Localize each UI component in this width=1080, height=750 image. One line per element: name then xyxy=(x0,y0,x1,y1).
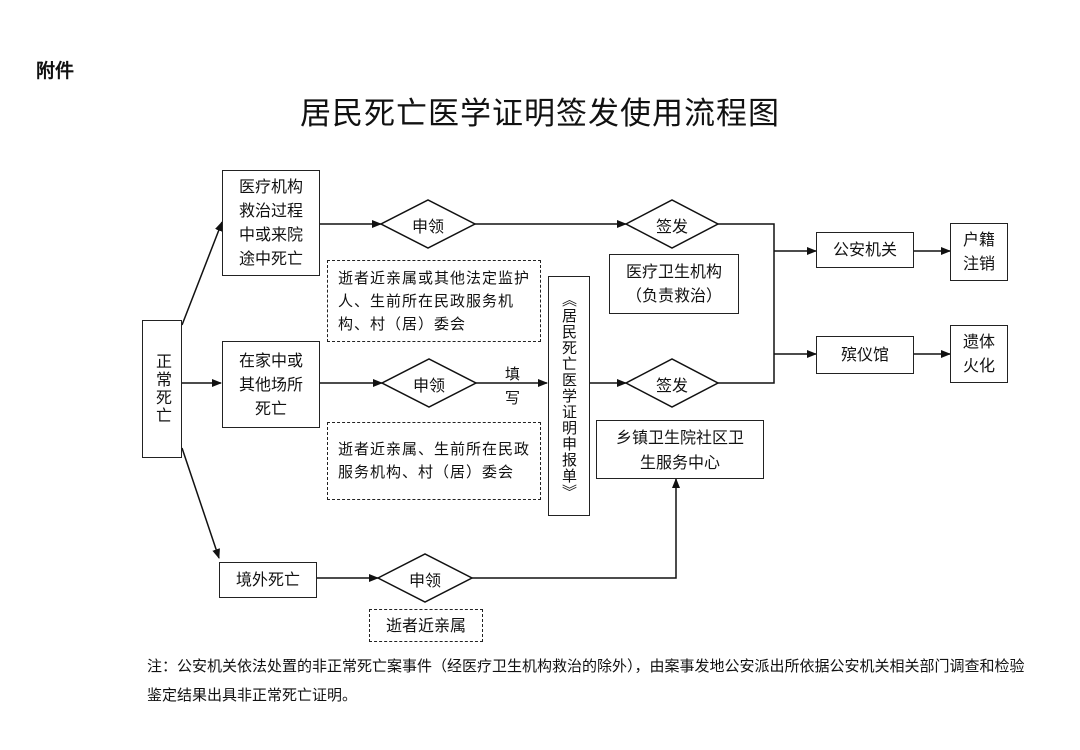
arrow-to-overseas xyxy=(181,447,220,559)
hospital-death-box: 医疗机构救治过程中或来院途中死亡 xyxy=(222,170,320,276)
apply-label-2: 申领 xyxy=(412,376,445,395)
applicant-text-1: 逝者近亲属或其他法定监护人、生前所在民政服务机构、村（居）委会 xyxy=(338,268,531,333)
report-form-text: 《居民死亡医学证明申报单》 xyxy=(560,292,578,500)
footnote: 注：公安机关依法处置的非正常死亡案事件（经医疗卫生机构救治的除外），由案事发地公… xyxy=(147,657,1025,704)
applicant-box-3: 逝者近亲属 xyxy=(369,609,483,642)
report-form-box: 《居民死亡医学证明申报单》 xyxy=(548,276,590,516)
normal-death-box: 正常死亡 xyxy=(142,320,182,458)
applicant-box-2: 逝者近亲属、生前所在民政服务机构、村（居）委会 xyxy=(327,422,541,500)
diamond-apply-2 xyxy=(380,358,478,408)
public-security-text: 公安机关 xyxy=(832,240,897,259)
hospital-death-text: 医疗机构救治过程中或来院途中死亡 xyxy=(238,177,303,268)
medical-institution-text: 医疗卫生机构（负责救治） xyxy=(625,262,722,305)
cremation-text: 遗体火化 xyxy=(963,332,996,375)
township-hospital-box: 乡镇卫生院社区卫生服务中心 xyxy=(596,420,764,479)
apply-label-3: 申领 xyxy=(408,571,441,590)
home-death-text: 在家中或其他场所死亡 xyxy=(238,350,303,418)
applicant-text-3: 逝者近亲属 xyxy=(385,615,466,635)
issue-label-2: 签发 xyxy=(655,376,688,395)
cremation-box: 遗体火化 xyxy=(950,325,1008,383)
diamond-issue-2 xyxy=(624,358,720,408)
public-security-box: 公安机关 xyxy=(816,232,914,268)
home-death-box: 在家中或其他场所死亡 xyxy=(222,341,320,428)
diamond-apply-1 xyxy=(379,199,477,249)
medical-institution-box: 医疗卫生机构（负责救治） xyxy=(609,254,739,314)
funeral-home-text: 殡仪馆 xyxy=(840,345,889,364)
applicant-text-2: 逝者近亲属、生前所在民政服务机构、村（居）委会 xyxy=(338,440,531,481)
merge-line xyxy=(718,223,775,384)
overseas-death-box: 境外死亡 xyxy=(219,562,317,598)
page-title: 居民死亡医学证明签发使用流程图 xyxy=(300,96,780,132)
household-cancel-box: 户籍注销 xyxy=(950,223,1008,281)
township-hospital-text: 乡镇卫生院社区卫生服务中心 xyxy=(615,427,744,472)
household-cancel-text: 户籍注销 xyxy=(963,230,996,273)
overseas-death-text: 境外死亡 xyxy=(235,570,300,589)
applicant-box-1: 逝者近亲属或其他法定监护人、生前所在民政服务机构、村（居）委会 xyxy=(327,260,541,342)
funeral-home-box: 殡仪馆 xyxy=(816,336,914,374)
diamond-apply-3 xyxy=(376,553,474,603)
normal-death-text: 正常死亡 xyxy=(153,353,172,425)
fill-in-label: 填写 xyxy=(505,365,521,407)
issue-label-1: 签发 xyxy=(655,217,688,236)
attachment-label: 附件 xyxy=(36,60,75,82)
apply-label-1: 申领 xyxy=(411,217,444,236)
arrow-to-hospital xyxy=(181,221,223,326)
diamond-issue-1 xyxy=(624,199,720,249)
arrow-apply-township xyxy=(472,478,680,579)
